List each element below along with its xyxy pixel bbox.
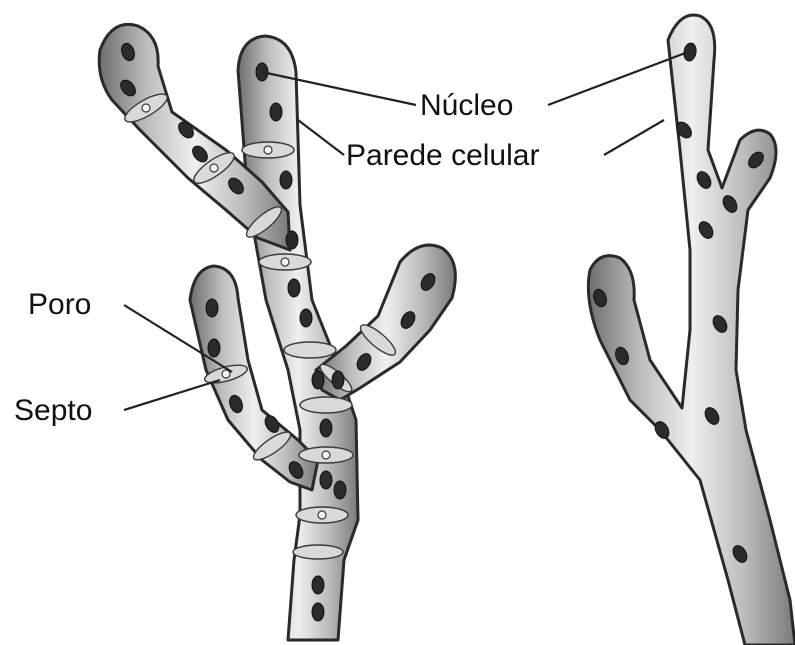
septum [284, 342, 336, 358]
nucleus [320, 471, 332, 489]
coenocytic-hypha-wall [588, 15, 795, 645]
nucleus [312, 576, 324, 594]
pore [322, 451, 330, 459]
pore [264, 146, 272, 154]
coenocytic-hypha [588, 15, 795, 645]
leader-nucleus-right [548, 52, 688, 105]
label-septum: Septo [14, 394, 92, 427]
nucleus [312, 603, 324, 621]
nucleus [288, 279, 300, 297]
nucleus [334, 481, 346, 499]
nucleus [300, 309, 312, 327]
pore [210, 164, 218, 172]
nucleus [270, 103, 282, 121]
nucleus [206, 299, 218, 317]
leader-cell-wall-right [604, 120, 664, 155]
label-pore: Poro [28, 288, 91, 321]
nucleus [286, 231, 298, 249]
nucleus [208, 339, 220, 357]
septum [293, 545, 343, 559]
nucleus [320, 419, 332, 437]
leader-cell-wall-left [298, 120, 344, 155]
pore [142, 104, 150, 112]
nucleus [332, 371, 344, 389]
nucleus [312, 371, 324, 389]
leader-septum [124, 380, 220, 410]
label-cell-wall: Parede celular [346, 139, 539, 172]
pore [281, 258, 289, 266]
septate-hypha [99, 24, 455, 640]
nucleus [280, 171, 292, 189]
label-nucleus: Núcleo [420, 89, 513, 122]
pore [318, 511, 326, 519]
septum [300, 397, 352, 413]
